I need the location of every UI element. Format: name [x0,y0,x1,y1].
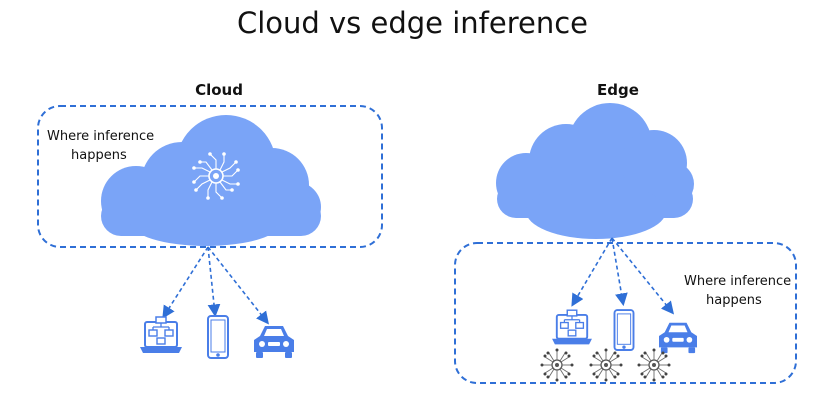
edge-connections [571,237,675,315]
edge-arrow-laptop [571,237,613,307]
diagram-title: Cloud vs edge inference [236,6,589,40]
edge-car-icon [659,322,697,354]
edge-note-line2: happens [706,293,762,308]
car-icon [254,326,294,358]
edge-circuit-chip-icon [539,347,575,383]
edge-arrow-phone [611,237,628,307]
cloud-note-line2: happens [71,148,127,163]
cloud-arrow-laptop [162,246,209,319]
cloud-inference-note: Where inference happens [47,127,154,165]
cloud-arrow-phone [207,246,221,318]
edge-cloud-shape [496,103,694,239]
edge-boundary-box [454,242,797,384]
edge-laptop-icon [551,309,593,346]
edge-smartphone-icon [613,309,635,351]
laptop-icon [139,316,183,354]
edge-inference-note: Where inference happens [684,272,791,310]
cloud-section-label: Cloud [195,81,243,99]
edge-circuit-chip-icon [636,347,672,383]
cloud-note-line1: Where inference [47,129,155,144]
smartphone-icon [207,315,229,359]
edge-arrow-car [611,237,675,315]
cloud-boundary-box [37,105,383,248]
edge-circuit-chip-icon [588,347,624,383]
edge-section-label: Edge [597,81,639,99]
cloud-connections [162,246,269,325]
cloud-arrow-car [207,246,269,325]
edge-note-line1: Where inference [684,274,792,289]
